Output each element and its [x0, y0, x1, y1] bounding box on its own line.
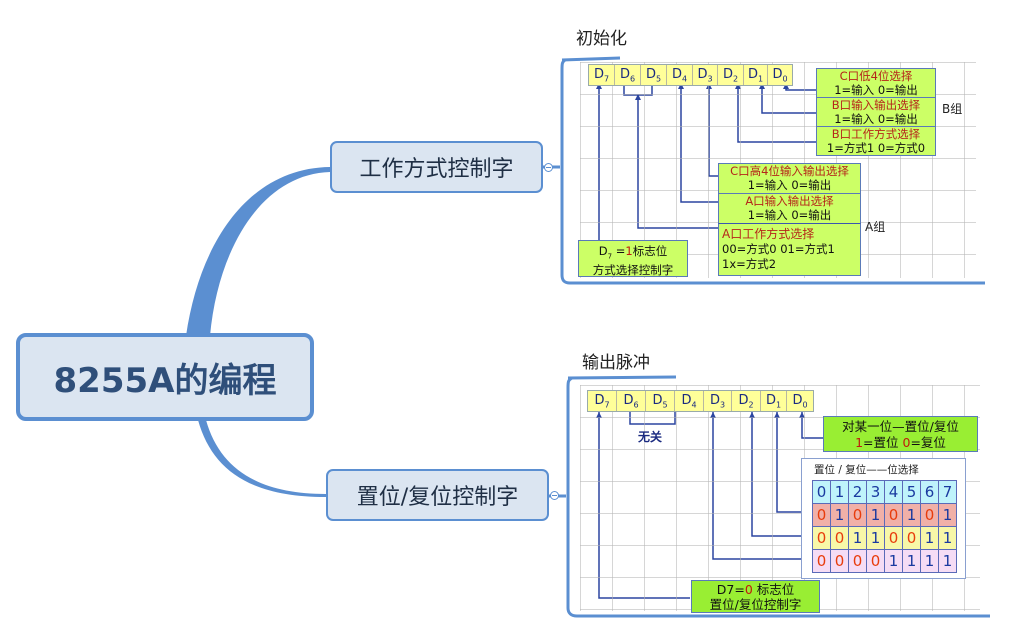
upper-bit-register: D7 D6 D5 D4 D3 D2 D1 D0: [588, 64, 793, 86]
collapse-toggle-branch2[interactable]: [550, 491, 559, 500]
bit-select-title: 置位 / 复位——位选择: [814, 464, 919, 476]
group-b-label: B组: [942, 102, 963, 116]
mode-flag-box: D7 =1标志位 方式选择控制字: [578, 240, 688, 277]
bit-d7: D7: [588, 391, 617, 411]
bit-d1: D1: [761, 391, 787, 411]
bit-d5: D5: [641, 65, 667, 85]
root-branch2-connector: [198, 420, 326, 497]
a-port-mode-box: A口工作方式选择 00=方式0 01=方式1 1x=方式2: [718, 223, 861, 276]
section-title-init: 初始化: [576, 29, 627, 49]
dont-care-label: 无关: [638, 430, 663, 444]
branch1-label: 工作方式控制字: [359, 157, 514, 182]
root-node[interactable]: 8255A的编程: [16, 333, 314, 421]
bit-d4: D4: [667, 65, 693, 85]
bit-d2: D2: [732, 391, 761, 411]
collapse-toggle-branch1[interactable]: [544, 163, 553, 172]
bit-d2: D2: [718, 65, 744, 85]
branch-mode-control-word[interactable]: 工作方式控制字: [330, 141, 543, 193]
root-branch1-connector: [186, 167, 330, 336]
group-a-label: A组: [865, 220, 886, 234]
bit-d7: D7: [589, 65, 615, 85]
bit-d0: D0: [772, 67, 788, 84]
bit-d3: D3: [693, 65, 718, 85]
set-reset-box: 对某一位—置位/复位 1=置位 0=复位: [823, 416, 978, 452]
bit-d3: D3: [704, 391, 732, 411]
bit-d6: D6: [615, 65, 641, 85]
set-reset-flag-box: D7=0 标志位 置位/复位控制字: [691, 580, 820, 613]
section-title-output-pulse: 输出脉冲: [582, 353, 650, 373]
branch-set-reset-control-word[interactable]: 置位/复位控制字: [326, 469, 549, 521]
bit-d6: D6: [617, 391, 646, 411]
bit-d0: D0: [792, 393, 808, 410]
branch2-label: 置位/复位控制字: [356, 485, 519, 510]
lower-bit-register: D7 D6 D5 D4 D3 D2 D1 D0: [587, 390, 814, 412]
bit-d5: D5: [646, 391, 675, 411]
bit-d4: D4: [675, 391, 704, 411]
bit-d1: D1: [744, 65, 768, 85]
root-label: 8255A的编程: [53, 360, 277, 401]
